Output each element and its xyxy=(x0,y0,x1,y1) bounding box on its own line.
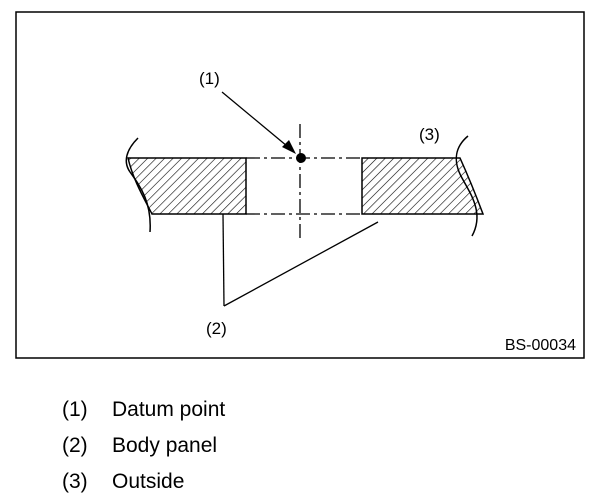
break-line-right xyxy=(455,135,478,237)
leader-datum-point xyxy=(221,91,294,152)
legend-label: Outside xyxy=(112,470,185,493)
leader-body-panel-right xyxy=(223,221,379,307)
datum-point-marker xyxy=(296,153,306,163)
leader-body-panel-left xyxy=(222,213,225,307)
legend-number: (3) xyxy=(62,470,88,493)
callout-3: (3) xyxy=(419,125,440,144)
callout-1: (1) xyxy=(199,69,220,88)
legend-item-outside: (3) Outside xyxy=(62,464,225,500)
diagram-frame xyxy=(15,11,585,359)
legend-label: Body panel xyxy=(112,434,218,457)
callout-2: (2) xyxy=(206,319,227,338)
section-diagram: (1) (2) (3) BS-00034 xyxy=(15,11,585,359)
arrowhead-datum-point xyxy=(282,140,296,154)
legend-list: (1) Datum point (2) Body panel (3) Outsi… xyxy=(62,392,225,500)
body-panel-right xyxy=(361,157,485,215)
legend-number: (1) xyxy=(62,398,88,421)
legend-number: (2) xyxy=(62,434,88,457)
legend-item-datum-point: (1) Datum point xyxy=(62,392,225,428)
figure-code: BS-00034 xyxy=(505,337,576,354)
legend-label: Datum point xyxy=(112,398,226,421)
body-panel-left xyxy=(127,157,247,215)
legend-item-body-panel: (2) Body panel xyxy=(62,428,225,464)
break-line-left xyxy=(125,137,151,233)
